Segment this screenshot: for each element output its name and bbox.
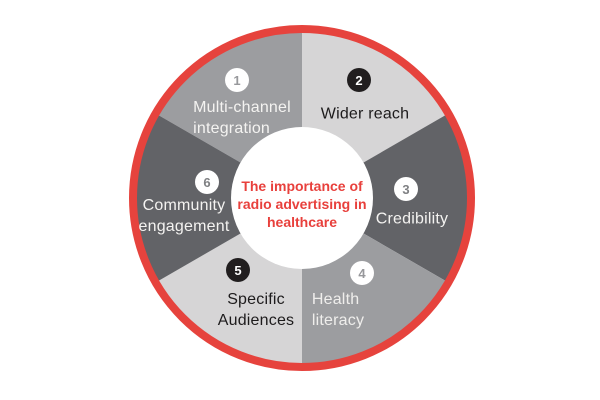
center-circle	[231, 127, 373, 269]
segment-wedge-3	[302, 113, 472, 283]
segment-6-number-badge: 6	[195, 170, 219, 194]
outer-ring	[129, 25, 475, 371]
segment-3-label: Credibility	[375, 210, 449, 228]
segment-wedge-6	[132, 113, 302, 283]
segment-4-number-badge: 4	[350, 261, 374, 285]
segment-3-number-badge: 3	[394, 177, 418, 201]
segment-2-number-badge: 2	[347, 68, 371, 92]
segment-5-number-badge: 5	[226, 258, 250, 282]
segment-2-label: Wider reach	[320, 105, 410, 123]
segment-1-number-badge: 1	[225, 68, 249, 92]
